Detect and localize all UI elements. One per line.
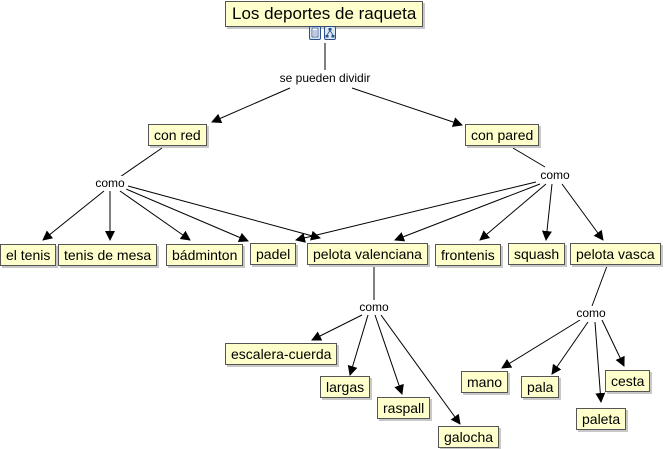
link-como-valenciana-pared	[394, 183, 541, 242]
concept-galocha[interactable]: galocha	[438, 426, 500, 448]
concept-con-pared[interactable]: con pared	[465, 124, 540, 146]
concept-paleta[interactable]: paleta	[576, 408, 627, 430]
phrase-como-vasca: como	[574, 306, 608, 320]
concept-largas[interactable]: largas	[320, 376, 371, 398]
resource-document-icon[interactable]	[309, 26, 321, 40]
link-como-padel	[125, 188, 249, 243]
concept-cesta[interactable]: cesta	[605, 370, 651, 392]
link-como-paleta	[594, 321, 606, 403]
link-como-cesta	[601, 319, 625, 367]
link-como-squash	[541, 183, 553, 241]
phrase-como-red: como	[93, 176, 127, 190]
concept-pala[interactable]: pala	[521, 376, 560, 398]
link-como-largas	[347, 314, 369, 376]
concept-escalera-cuerda[interactable]: escalera-cuerda	[225, 343, 338, 365]
link-como-valenciana-red	[127, 185, 321, 241]
link-como-badminton	[119, 190, 191, 241]
link-como-frontenis	[479, 183, 547, 241]
link-dividir-con-pared	[351, 87, 463, 127]
phrase-como-pared: como	[538, 168, 572, 182]
concept-squash[interactable]: squash	[508, 243, 566, 265]
concept-badminton[interactable]: bádminton	[166, 244, 244, 266]
link-con-pared-como	[512, 147, 546, 168]
concept-mano[interactable]: mano	[461, 371, 509, 393]
link-como-padel-pared	[295, 181, 537, 243]
link-como-pelota-vasca	[561, 183, 604, 241]
link-como-tenis	[42, 190, 105, 241]
link-como-pala	[551, 321, 589, 375]
link-vasca-como	[591, 265, 608, 307]
link-como-escalera	[311, 314, 363, 341]
concept-title[interactable]: Los deportes de raqueta	[225, 1, 424, 27]
resource-concept-map-icon[interactable]	[324, 26, 336, 40]
link-como-mano	[501, 319, 581, 369]
concept-padel[interactable]: padel	[250, 243, 297, 265]
phrase-se-pueden-dividir: se pueden dividir	[277, 71, 373, 85]
concept-pelota-vasca[interactable]: pelota vasca	[570, 243, 661, 265]
link-como-galocha	[380, 314, 461, 425]
link-como-raspall	[374, 314, 404, 395]
concept-con-red[interactable]: con red	[148, 124, 207, 146]
concept-pelota-valenciana[interactable]: pelota valenciana	[307, 243, 428, 265]
concept-el-tenis[interactable]: el tenis	[0, 244, 57, 266]
link-con-red-como	[119, 147, 163, 178]
concept-tenis-de-mesa[interactable]: tenis de mesa	[58, 244, 158, 266]
concept-frontenis[interactable]: frontenis	[435, 244, 501, 266]
phrase-como-valenciana: como	[357, 300, 391, 314]
concept-raspall[interactable]: raspall	[377, 397, 431, 419]
link-dividir-con-red	[211, 87, 291, 123]
